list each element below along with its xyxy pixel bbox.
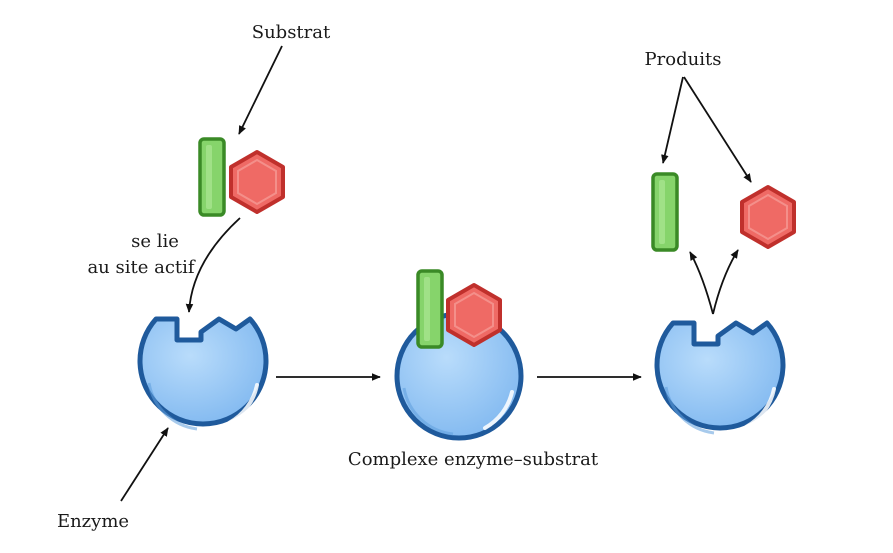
complex-label: Complexe enzyme–substrat bbox=[348, 449, 599, 470]
enzyme-label: Enzyme bbox=[57, 511, 129, 532]
arrow-produits-hexagon bbox=[683, 76, 752, 183]
substrat-label: Substrat bbox=[252, 22, 331, 43]
substrate-rectangle bbox=[198, 137, 226, 217]
arrow-substrat-pointer bbox=[238, 45, 283, 135]
binds-active-site-label-line1: se lie bbox=[131, 231, 179, 252]
complex-hexagon bbox=[446, 283, 502, 347]
binds-active-site-label-line2: au site actif bbox=[87, 257, 195, 278]
enzyme-released bbox=[657, 323, 783, 433]
product-hexagon bbox=[740, 185, 796, 249]
substrate-hexagon bbox=[229, 150, 285, 214]
arrow-binds-active-site bbox=[185, 217, 241, 313]
arrow-produits-rectangle bbox=[661, 76, 684, 164]
product-rectangle bbox=[651, 172, 679, 252]
complex-rectangle bbox=[416, 269, 444, 349]
produits-label: Produits bbox=[645, 49, 722, 70]
enzyme-free bbox=[140, 319, 266, 429]
arrow-release-right bbox=[712, 249, 739, 315]
arrow-enzyme-pointer bbox=[120, 427, 169, 502]
arrow-release-left bbox=[689, 251, 714, 315]
